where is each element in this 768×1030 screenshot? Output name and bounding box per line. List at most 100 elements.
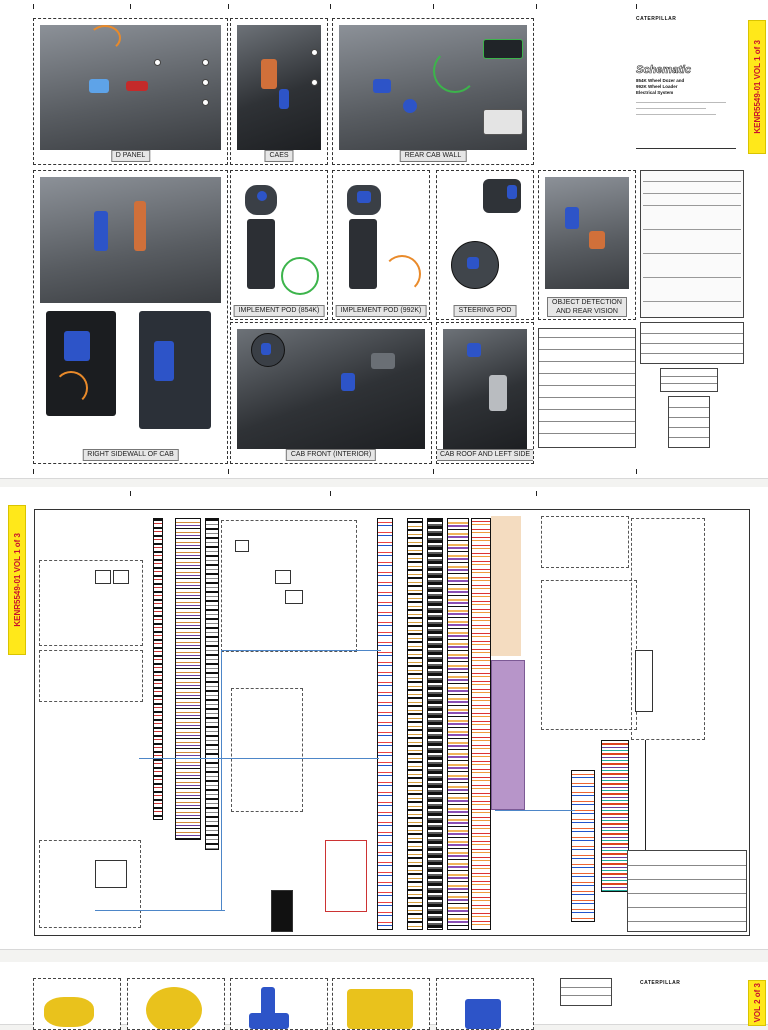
subtitle-line: 992K Wheel Loader: [636, 84, 678, 89]
connector-table: [538, 328, 636, 448]
small-table: [668, 396, 710, 448]
harness-bundle: [153, 518, 163, 820]
connector: [403, 99, 417, 113]
connector-symbol: [285, 590, 303, 604]
component-table: [560, 978, 612, 1006]
volume-tab: VOL 2 of 3: [748, 980, 766, 1026]
harness-bundle: [427, 518, 443, 930]
wire-bundle: [89, 25, 121, 51]
small-table: [660, 368, 718, 392]
connector: [507, 185, 517, 199]
connector: [341, 373, 355, 391]
connector: [467, 343, 481, 357]
connector-symbol: [113, 570, 129, 584]
schematic-block: [541, 516, 629, 568]
volume-tab-label: VOL 2 of 3: [752, 983, 762, 1023]
connector-symbol: [275, 570, 291, 584]
detail-circle: [383, 255, 421, 293]
module: [589, 231, 605, 249]
schematic-title-block: [627, 850, 747, 932]
display-screen: [89, 79, 109, 93]
detail-circle: [281, 257, 319, 295]
component-view: [127, 978, 225, 1030]
pod-housing: [349, 219, 377, 289]
harness-bundle: [471, 518, 491, 930]
connector: [373, 79, 391, 93]
panel-label: D PANEL: [110, 150, 151, 162]
schematic-sheet-1: D PANEL CAES REAR CAB WALL RIGHT SIDEWAL…: [0, 0, 768, 479]
panel-module: [371, 353, 395, 369]
connector-symbol: [95, 860, 127, 888]
schematic-block: [39, 560, 143, 646]
relay-box: [325, 840, 367, 912]
volume-tab-label: KENR5549-01 VOL 1 of 3: [752, 40, 762, 134]
inset-photo: [483, 39, 523, 59]
panel-label: OBJECT DETECTION AND REAR VISION: [547, 297, 627, 317]
highlight-region: [491, 516, 521, 656]
brand-logo: CATERPILLAR: [640, 980, 681, 986]
panel-label: CAES: [264, 150, 294, 162]
steering-pod-view: STEERING POD: [436, 170, 534, 320]
harness-bundle: [601, 740, 629, 892]
module: [489, 375, 507, 411]
volume-tab-label: KENR5549-01 VOL 1 of 3: [12, 533, 22, 627]
symbols-legend: [640, 170, 744, 318]
panel-label: RIGHT SIDEWALL OF CAB: [82, 449, 179, 461]
right-sidewall-view: RIGHT SIDEWALL OF CAB: [33, 170, 228, 464]
cab-roof-photo: [443, 329, 527, 449]
panel-label: REAR CAB WALL: [399, 150, 467, 162]
schematic-block: [39, 650, 143, 702]
caes-photo: [237, 25, 321, 150]
harness-bundle: [407, 518, 423, 930]
harness-bundle: [571, 770, 595, 922]
implement-pod-992k-view: IMPLEMENT POD (992K): [332, 170, 430, 320]
object-detection-view: OBJECT DETECTION AND REAR VISION: [538, 170, 636, 320]
electrical-schematic: [34, 509, 750, 936]
wire-bundle: [433, 49, 477, 93]
inset-photo: [139, 311, 211, 429]
harness-bundle: [205, 518, 219, 850]
connector: [154, 341, 174, 381]
harness-bundle: [377, 518, 393, 930]
harness-bundle: [447, 518, 469, 930]
cab-roof-view: CAB ROOF AND LEFT SIDE: [436, 322, 534, 464]
subtitle-line: 854K Wheel Dozer and: [636, 78, 685, 83]
panel-label: STEERING POD: [453, 305, 517, 317]
volume-tab: KENR5549-01 VOL 1 of 3: [8, 505, 26, 655]
joystick-button: [257, 191, 267, 201]
d-panel-view: D PANEL: [33, 18, 228, 165]
connector: [467, 257, 479, 269]
joystick-button: [357, 191, 371, 203]
schematic-block: [221, 520, 357, 652]
component-table: [640, 322, 744, 364]
component-view: [33, 978, 121, 1030]
connector: [64, 331, 90, 361]
panel-label: IMPLEMENT POD (854K): [233, 305, 325, 317]
document-subtitle: 854K Wheel Dozer and 992K Wheel Loader E…: [636, 78, 736, 96]
component-view: [230, 978, 328, 1030]
schematic-block: [631, 518, 705, 740]
switch-cluster: [126, 81, 148, 91]
caes-view: CAES: [230, 18, 328, 165]
inset-photo: [483, 109, 523, 135]
object-detection-photo: [545, 177, 629, 289]
wire-bundle: [54, 371, 88, 405]
harness-highlight: [491, 660, 525, 810]
ground-block: [271, 890, 293, 932]
ecm-symbol: [635, 650, 653, 712]
sidewall-photo: [40, 177, 221, 303]
connector: [565, 207, 579, 229]
panel-label: CAB ROOF AND LEFT SIDE: [437, 449, 533, 461]
component-view: [332, 978, 430, 1030]
cab-front-view: CAB FRONT (INTERIOR): [230, 322, 432, 464]
relay-bank: [134, 201, 146, 251]
component-view: [436, 978, 534, 1030]
schematic-sheet-3: CATERPILLAR VOL 2 of 3: [0, 962, 768, 1030]
brand-logo: CATERPILLAR: [636, 16, 677, 22]
connector: [261, 343, 271, 355]
document-title: Schematic: [636, 64, 692, 77]
title-block: CATERPILLAR Schematic 854K Wheel Dozer a…: [636, 16, 744, 156]
panel-label: IMPLEMENT POD (992K): [335, 305, 427, 317]
schematic-block: [39, 840, 141, 928]
schematic-block: [541, 580, 637, 730]
